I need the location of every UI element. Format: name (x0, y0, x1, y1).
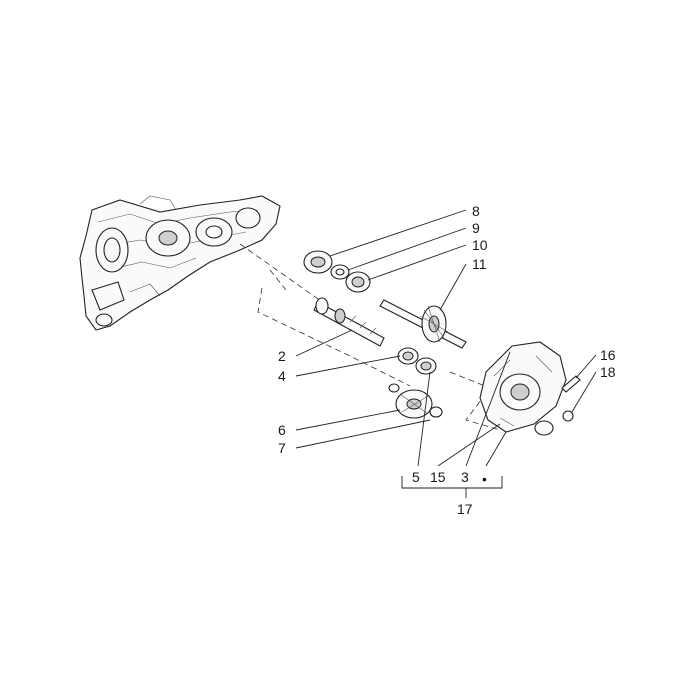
bearing-part-4 (397, 347, 419, 365)
ring-part-9 (330, 264, 350, 280)
callout-6: 6 (278, 422, 286, 438)
group-bracket (401, 476, 503, 498)
callout-8: 8 (472, 203, 480, 219)
callout-10: 10 (472, 237, 488, 253)
leader-lines (295, 209, 597, 467)
bearing-part-8 (303, 250, 333, 274)
callout-2: 2 (278, 348, 286, 364)
washer-part-7 (429, 406, 443, 418)
callout-5: 5 (412, 469, 420, 485)
callout-4: 4 (278, 368, 286, 384)
callout-16: 16 (600, 347, 616, 363)
bearing-part-5 (415, 357, 437, 375)
callout-labels: 8 9 10 11 2 4 6 7 16 18 5 15 3 • 17 (278, 203, 616, 517)
group-marker: • (482, 471, 487, 487)
callout-7: 7 (278, 440, 286, 456)
callout-18: 18 (600, 364, 616, 380)
callout-9: 9 (472, 220, 480, 236)
callout-15: 15 (430, 469, 446, 485)
callout-17: 17 (457, 501, 473, 517)
cover-part-3 (479, 341, 567, 436)
screw-part-16 (561, 375, 581, 393)
gear-part-6 (388, 383, 433, 419)
gear-shaft-part-11 (379, 299, 467, 349)
crankcase (79, 195, 281, 331)
washer-part-18 (562, 410, 574, 422)
bearing-part-10 (345, 271, 371, 293)
shaft-part-2 (313, 297, 385, 347)
callout-3: 3 (461, 469, 469, 485)
projection-lines (239, 243, 501, 431)
callout-11: 11 (472, 256, 487, 272)
